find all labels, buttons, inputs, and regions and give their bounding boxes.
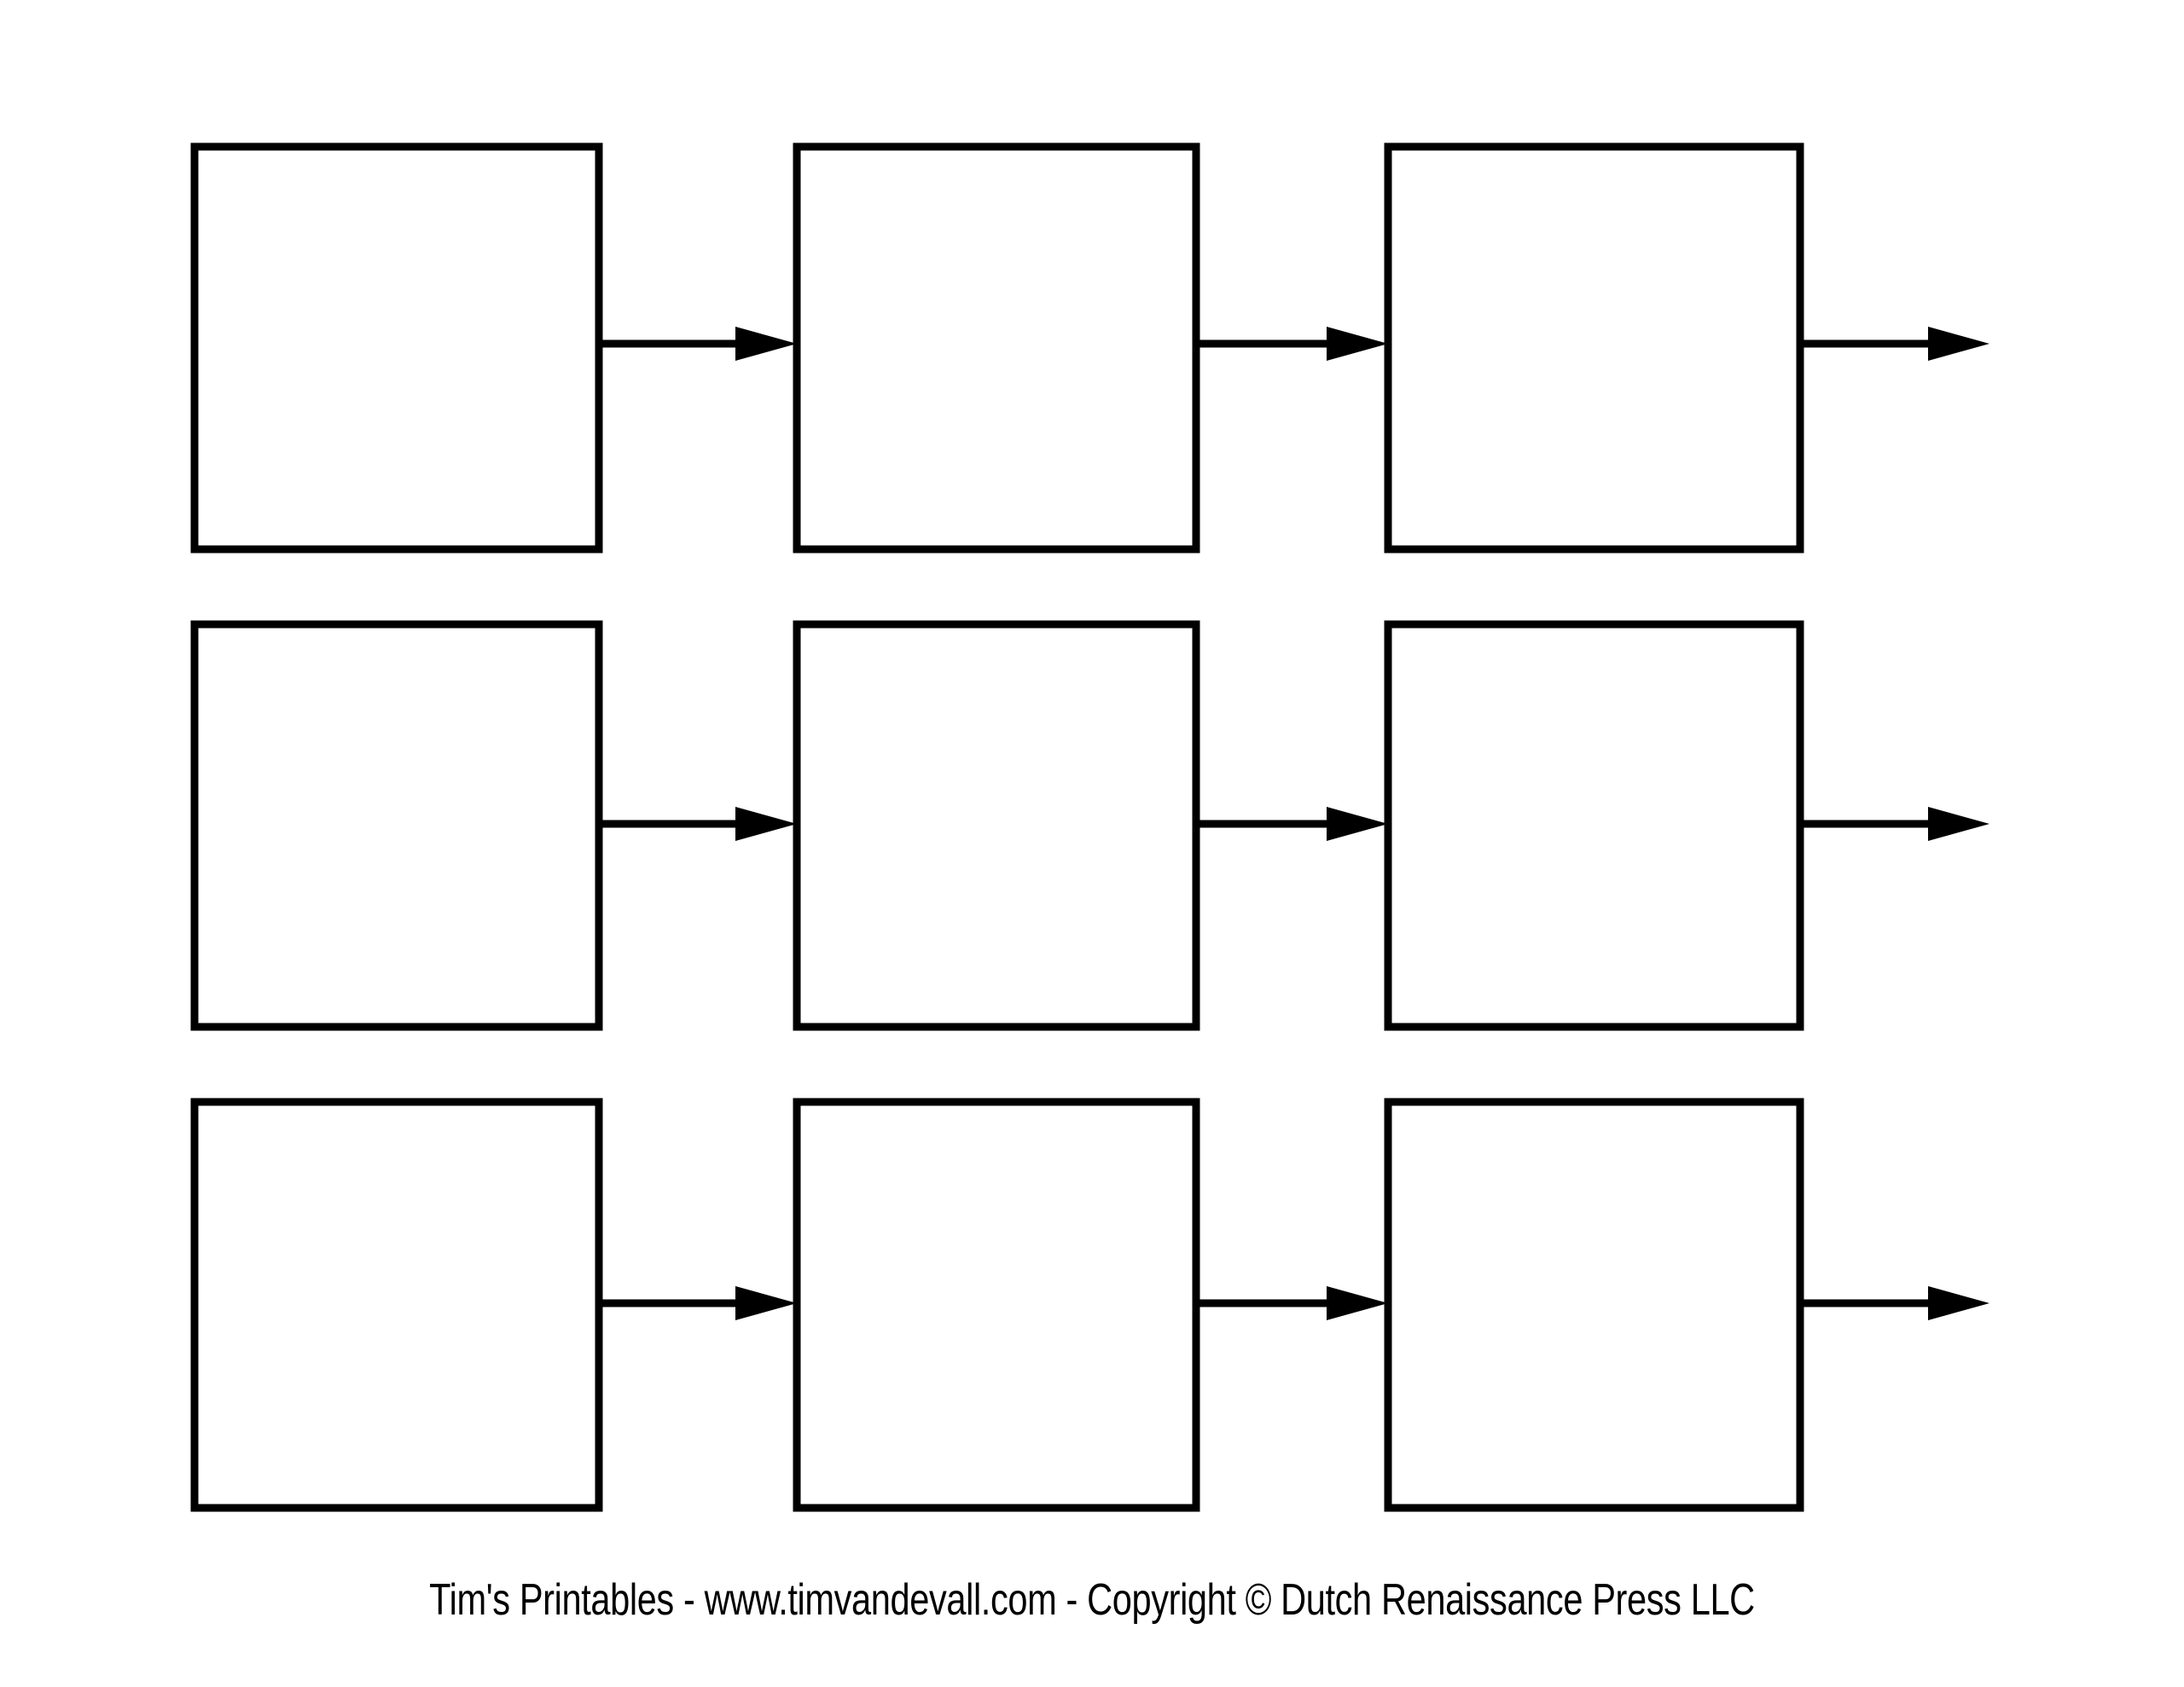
- flow-box-r1c1[interactable]: [190, 142, 603, 554]
- flow-box-r2c3[interactable]: [1384, 620, 1804, 1031]
- flow-arrow-r3-3: [1800, 1286, 1989, 1320]
- flow-box-r3c3[interactable]: [1384, 1098, 1804, 1512]
- flow-row-3: [190, 1098, 1989, 1512]
- flow-arrow-r1-1: [599, 327, 797, 361]
- flow-box-r2c1[interactable]: [190, 620, 603, 1031]
- flow-box-r1c3[interactable]: [1384, 142, 1804, 554]
- flow-arrow-r1-3: [1800, 327, 1989, 361]
- footer-credit-text: Tim's Printables - www.timvandevall.com …: [429, 1575, 1755, 1625]
- flow-row-1: [190, 142, 1989, 554]
- flow-arrow-r2-2: [1196, 807, 1388, 841]
- flow-arrow-r1-2: [1196, 327, 1388, 361]
- flow-box-r1c2[interactable]: [793, 142, 1200, 554]
- flow-box-r3c2[interactable]: [793, 1098, 1200, 1512]
- flow-row-2: [190, 620, 1989, 1031]
- flow-arrow-r3-2: [1196, 1286, 1388, 1320]
- flow-arrow-r2-3: [1800, 807, 1989, 841]
- flow-box-r2c2[interactable]: [793, 620, 1200, 1031]
- flow-box-r3c1[interactable]: [190, 1098, 603, 1512]
- flow-arrow-r2-1: [599, 807, 797, 841]
- flow-arrow-r3-1: [599, 1286, 797, 1320]
